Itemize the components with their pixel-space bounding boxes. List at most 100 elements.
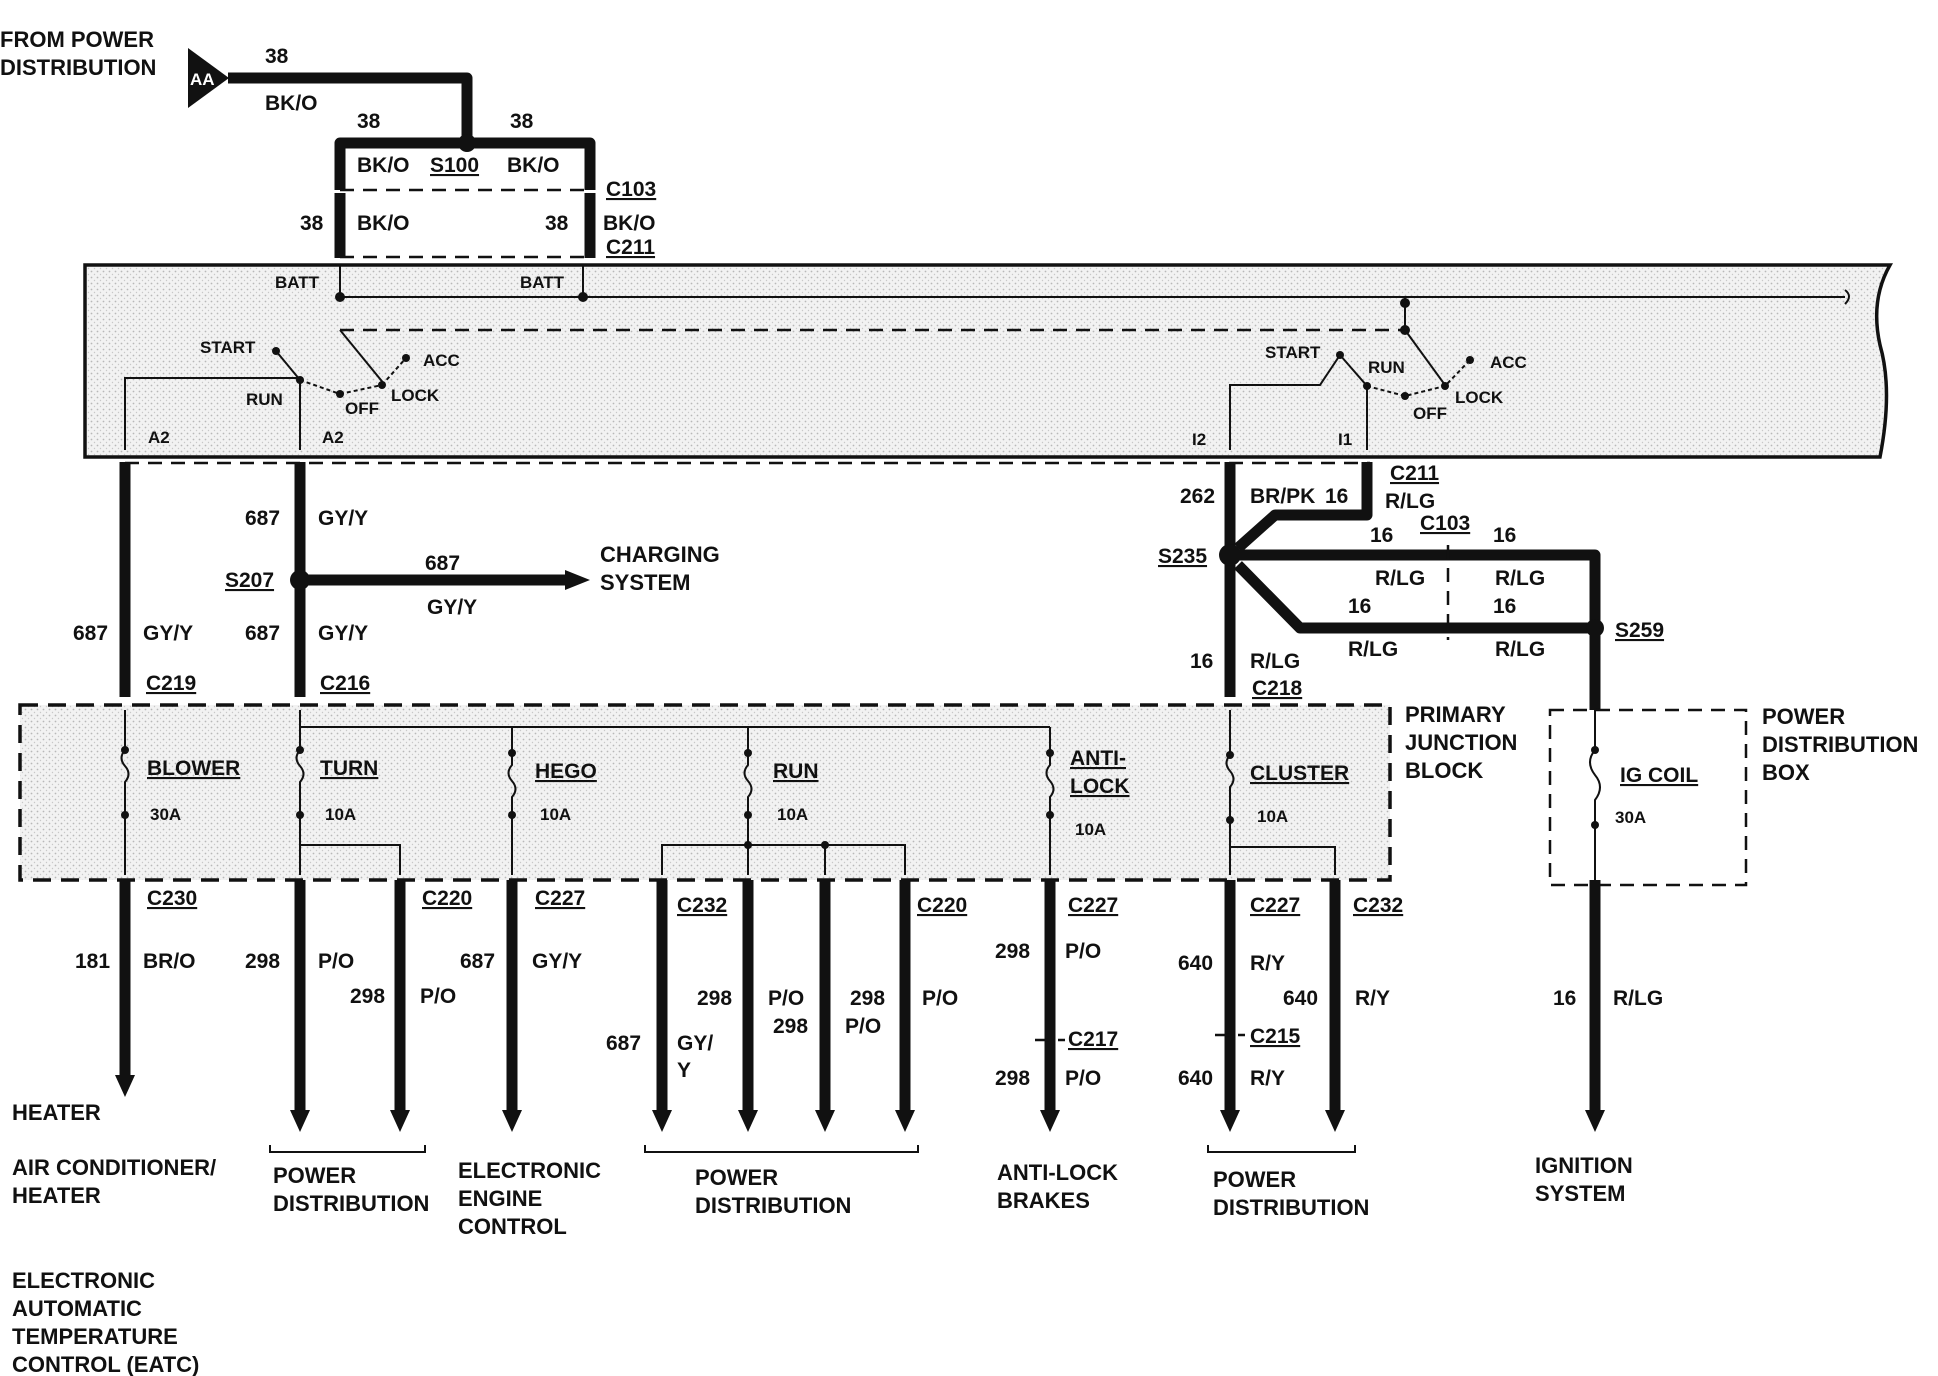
svg-text:GY/Y: GY/Y	[318, 622, 368, 645]
svg-text:AA: AA	[190, 70, 215, 89]
svg-text:S207: S207	[225, 569, 274, 592]
svg-text:Y: Y	[677, 1059, 691, 1082]
svg-text:FROM POWER: FROM POWER	[0, 27, 154, 52]
svg-text:ENGINE: ENGINE	[458, 1186, 542, 1211]
svg-text:A2: A2	[148, 428, 170, 447]
wire-16-lower-branch	[1234, 561, 1595, 634]
splice-s235	[1219, 544, 1241, 566]
svg-text:POWER: POWER	[695, 1165, 778, 1190]
svg-text:C227: C227	[1250, 894, 1300, 917]
svg-text:C215: C215	[1250, 1025, 1301, 1048]
svg-text:R/LG: R/LG	[1495, 567, 1545, 590]
fuse-hego: HEGO 10A	[507, 727, 597, 875]
dest-power-distribution-1: POWER DISTRIBUTION	[273, 1163, 429, 1216]
connector-aa: AA	[188, 48, 229, 108]
svg-text:C232: C232	[1353, 894, 1403, 917]
svg-text:298: 298	[245, 950, 280, 973]
svg-text:298: 298	[850, 987, 885, 1010]
source-label: FROM POWER DISTRIBUTION	[0, 27, 156, 80]
svg-text:687: 687	[460, 950, 495, 973]
svg-text:RUN: RUN	[246, 390, 283, 409]
ignition-switch-right: START RUN ACC OFF LOCK I2 I1	[1192, 329, 1527, 450]
svg-text:JUNCTION: JUNCTION	[1405, 730, 1517, 755]
svg-text:16: 16	[1493, 524, 1516, 547]
svg-text:I1: I1	[1338, 430, 1352, 449]
wire-38-split	[334, 137, 596, 190]
svg-text:AIR CONDITIONER/: AIR CONDITIONER/	[12, 1155, 216, 1180]
svg-text:R/Y: R/Y	[1250, 952, 1285, 975]
svg-text:LOCK: LOCK	[391, 386, 440, 405]
dest-power-distribution-2: POWER DISTRIBUTION	[695, 1165, 851, 1218]
svg-text:C211: C211	[1390, 462, 1439, 485]
svg-text:CHARGING: CHARGING	[600, 542, 720, 567]
svg-text:POWER: POWER	[1213, 1167, 1296, 1192]
svg-text:P/O: P/O	[922, 987, 958, 1010]
svg-text:687: 687	[425, 552, 460, 575]
svg-text:640: 640	[1178, 1067, 1213, 1090]
svg-text:262: 262	[1180, 485, 1215, 508]
svg-text:DISTRIBUTION: DISTRIBUTION	[0, 55, 156, 80]
fuse-ig-coil: IG COIL 30A	[1589, 710, 1698, 880]
svg-text:HEGO: HEGO	[535, 760, 597, 783]
svg-text:30A: 30A	[150, 805, 181, 824]
svg-text:GY/Y: GY/Y	[427, 596, 477, 619]
svg-text:IG COIL: IG COIL	[1620, 764, 1698, 787]
svg-text:GY/: GY/	[677, 1032, 713, 1055]
svg-text:OFF: OFF	[1413, 404, 1447, 423]
svg-text:POWER: POWER	[273, 1163, 356, 1188]
svg-text:AUTOMATIC: AUTOMATIC	[12, 1296, 142, 1321]
dest-heater: HEATER AIR CONDITIONER/ HEATER ELECTRONI…	[12, 1100, 216, 1376]
svg-text:10A: 10A	[1257, 807, 1288, 826]
wire-number: 38	[357, 110, 381, 133]
svg-text:START: START	[200, 338, 256, 357]
svg-text:C216: C216	[320, 672, 370, 695]
ignition-switch-housing	[83, 263, 1894, 459]
svg-text:298: 298	[995, 940, 1030, 963]
svg-text:C219: C219	[146, 672, 196, 695]
svg-text:BLOCK: BLOCK	[1405, 758, 1483, 783]
svg-text:C217: C217	[1068, 1028, 1118, 1051]
svg-text:P/O: P/O	[420, 985, 456, 1008]
power-distribution-box	[1548, 708, 1748, 887]
svg-text:ACC: ACC	[1490, 353, 1527, 372]
svg-text:BOX: BOX	[1762, 760, 1810, 785]
svg-text:640: 640	[1283, 987, 1318, 1010]
svg-text:C232: C232	[677, 894, 727, 917]
svg-text:BRAKES: BRAKES	[997, 1188, 1090, 1213]
dest-ignition-system: IGNITION SYSTEM	[1535, 1153, 1633, 1206]
break-symbol	[1844, 289, 1850, 305]
svg-text:687: 687	[73, 622, 108, 645]
svg-text:10A: 10A	[777, 805, 808, 824]
svg-text:16: 16	[1370, 524, 1393, 547]
svg-text:LOCK: LOCK	[1070, 775, 1130, 798]
wire-color: BK/O	[507, 154, 560, 177]
svg-text:P/O: P/O	[1065, 1067, 1101, 1090]
wire-16-i1	[1234, 462, 1373, 553]
svg-text:R/LG: R/LG	[1250, 650, 1300, 673]
svg-text:181: 181	[75, 950, 110, 973]
svg-text:A2: A2	[322, 428, 344, 447]
svg-text:10A: 10A	[325, 805, 356, 824]
svg-text:BLOWER: BLOWER	[147, 757, 240, 780]
svg-text:P/O: P/O	[768, 987, 804, 1010]
svg-text:16: 16	[1553, 987, 1576, 1010]
svg-text:DISTRIBUTION: DISTRIBUTION	[273, 1191, 429, 1216]
wire-38-source	[228, 72, 473, 140]
svg-text:C103: C103	[1420, 512, 1470, 535]
svg-text:CONTROL: CONTROL	[458, 1214, 567, 1239]
svg-text:TURN: TURN	[320, 757, 378, 780]
svg-text:16: 16	[1348, 595, 1371, 618]
fuse-run: RUN 10A	[661, 727, 906, 875]
svg-text:R/LG: R/LG	[1495, 638, 1545, 661]
fuse-anti-lock: ANTI- LOCK 10A	[1045, 727, 1130, 875]
svg-text:ELECTRONIC: ELECTRONIC	[12, 1268, 155, 1293]
svg-text:DISTRIBUTION: DISTRIBUTION	[695, 1193, 851, 1218]
svg-text:DISTRIBUTION: DISTRIBUTION	[1213, 1195, 1369, 1220]
svg-text:SYSTEM: SYSTEM	[1535, 1181, 1625, 1206]
svg-text:R/LG: R/LG	[1348, 638, 1398, 661]
batt-label: BATT	[520, 273, 565, 292]
svg-text:C227: C227	[1068, 894, 1118, 917]
svg-text:298: 298	[773, 1015, 808, 1038]
wire-number: 38	[300, 212, 324, 235]
